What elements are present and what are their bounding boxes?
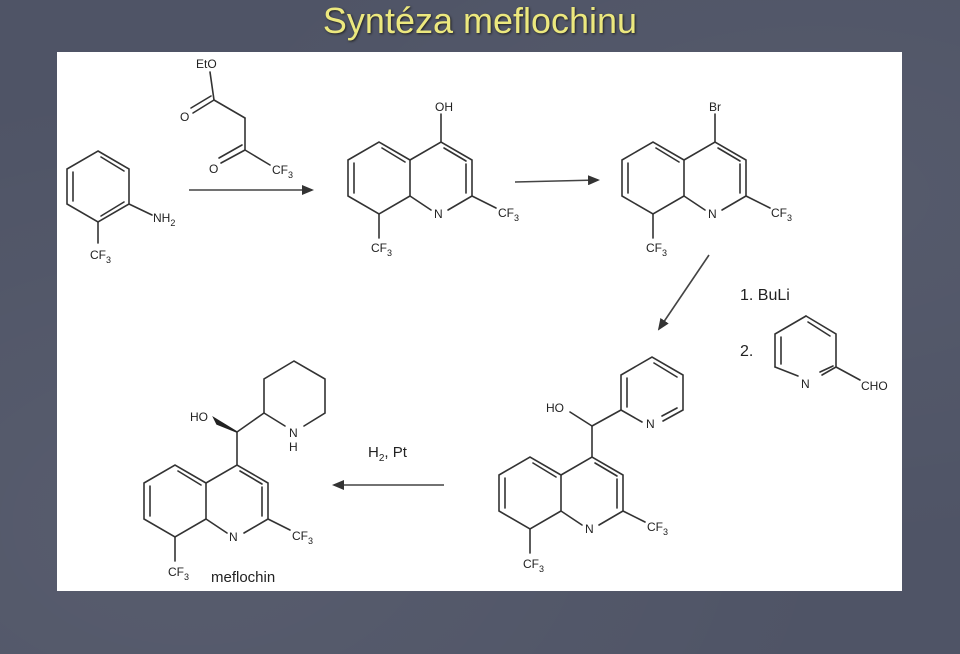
arrow-step-2 [514,175,600,186]
svg-text:CF3: CF3 [647,520,668,537]
sub-3: 3 [539,564,544,574]
label-o: O [209,162,218,176]
molecule-aniline: NH2 CF3 [66,150,175,265]
svg-text:CF3: CF3 [90,248,111,265]
sub-3: 3 [387,248,392,258]
label-h: H [289,440,298,454]
sub-3: 3 [662,248,667,258]
label-cf: CF [168,565,184,579]
label-n: N [434,207,443,221]
slide-title: Syntéza meflochinu [322,0,638,41]
label-n: N [708,207,717,221]
label-nh: NH [153,211,170,225]
reagents-step-3: 1. BuLi 2. N CHO [740,287,888,393]
molecule-ethyl-trifluoroacetoacetate: EtO O O CF3 [180,57,293,180]
reagent-hydrogenation: H2, Pt [368,444,408,464]
reaction-scheme: NH2 CF3 EtO O O CF3 OH N CF3 CF3 [66,57,888,586]
sub-3: 3 [514,213,519,223]
label-cf: CF [647,520,663,534]
label-n: N [289,426,298,440]
svg-text:CF3: CF3 [498,206,519,223]
molecule-hydroxyquinoline: OH N CF3 CF3 [347,100,519,258]
label-cf: CF [771,206,787,220]
label-oh: OH [435,100,453,114]
label-eto: EtO [196,57,217,71]
molecule-bromoquinoline: Br N CF3 CF3 [621,100,792,258]
label-cf: CF [90,248,106,262]
molecule-pyridyl-carbinol: HO N N CF3 CF3 [498,356,684,574]
label-cf: CF [371,241,387,255]
label-cf: CF [523,557,539,571]
molecule-mefloquine: HO N H N CF3 CF3 meflochin [143,360,326,586]
svg-text:NH2: NH2 [153,211,175,228]
label-ho: HO [546,401,564,415]
label-cf: CF [498,206,514,220]
sub-3: 3 [288,170,293,180]
label-n: N [585,522,594,536]
label-cf: CF [272,163,288,177]
sub-3: 3 [787,213,792,223]
reagent-buli: 1. BuLi [740,287,790,304]
svg-text:CF3: CF3 [771,206,792,223]
label-cf: CF [646,241,662,255]
svg-text:CF3: CF3 [292,529,313,546]
svg-text:CF3: CF3 [272,163,293,180]
label-o: O [180,110,189,124]
label-n: N [229,530,238,544]
svg-text:CF3: CF3 [168,565,189,582]
label-ho: HO [190,410,208,424]
reagent-step-2: 2. [740,343,753,360]
product-name: meflochin [211,569,275,586]
label-n: N [801,377,810,391]
label-cho: CHO [861,379,888,393]
svg-text:CF3: CF3 [646,241,667,258]
sub-3: 3 [663,527,668,537]
svg-text:CF3: CF3 [523,557,544,574]
sub-3: 3 [106,255,111,265]
sub-2: 2 [170,218,175,228]
reaction-scheme-panel: NH2 CF3 EtO O O CF3 OH N CF3 CF3 [57,52,902,591]
svg-text:CF3: CF3 [371,241,392,258]
label-cf: CF [292,529,308,543]
arrow-step-3 [657,254,710,331]
sub-3: 3 [184,572,189,582]
sub-3: 3 [308,536,313,546]
label-n: N [646,417,655,431]
label-br: Br [709,100,721,114]
